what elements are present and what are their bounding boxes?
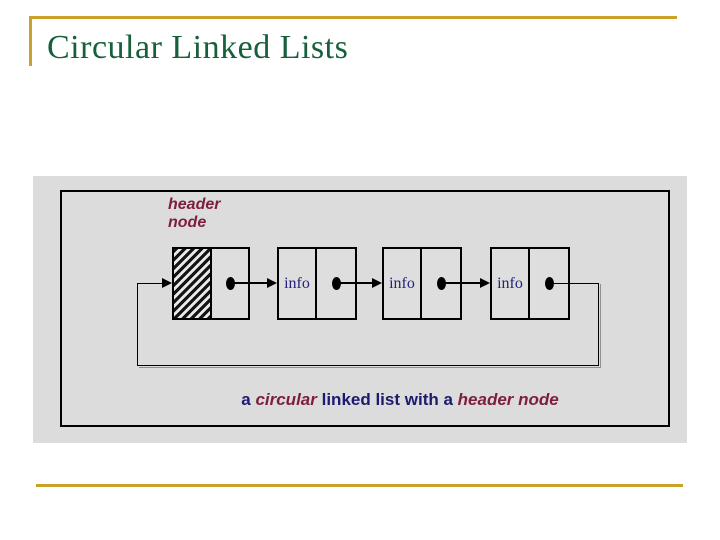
list-node-2: info [382, 247, 462, 320]
caption-part-2: circular [255, 390, 317, 409]
list-node-3-pointer-cell [530, 249, 568, 318]
header-node-hatched-cell [174, 249, 212, 318]
header-node-label: header node [168, 196, 220, 232]
loop-line-right-vertical [598, 283, 599, 366]
pointer-dot [225, 277, 235, 290]
figure-panel: header node info info [33, 176, 687, 443]
list-node-1-info-cell: info [279, 249, 317, 318]
header-node-box [172, 247, 250, 320]
caption-part-1: a [241, 390, 251, 409]
info-label: info [284, 274, 310, 292]
arrowhead-icon [372, 278, 382, 288]
title-accent-line-left [29, 16, 32, 66]
pointer-dot [544, 277, 554, 290]
list-node-1-pointer-cell [317, 249, 355, 318]
diagram-frame [60, 190, 670, 427]
title-accent-line-top [29, 16, 677, 19]
info-label: info [389, 274, 415, 292]
header-node-label-line2: node [168, 214, 207, 231]
info-label: info [497, 274, 523, 292]
list-node-2-info-cell: info [384, 249, 422, 318]
footer-accent-line [36, 484, 683, 487]
caption-part-4: header node [457, 390, 559, 409]
list-node-2-pointer-cell [422, 249, 460, 318]
page-title: Circular Linked Lists [47, 29, 349, 66]
figure-caption: a circular linked list with a header nod… [113, 390, 687, 410]
pointer-dot [331, 277, 341, 290]
arrowhead-icon [267, 278, 277, 288]
loop-line-left-vertical [137, 283, 138, 366]
loop-entry-line [137, 283, 163, 284]
arrow-header-to-node1 [233, 282, 267, 284]
loop-line-bottom [137, 365, 599, 366]
pointer-dot [436, 277, 446, 290]
header-node-label-line1: header [168, 196, 221, 213]
loop-line-right-horizontal [554, 283, 599, 284]
header-node-pointer-cell [212, 249, 248, 318]
arrowhead-icon [162, 278, 172, 288]
arrowhead-icon [480, 278, 490, 288]
caption-part-3: linked list with a [321, 390, 453, 409]
arrow-node2-to-node3 [445, 282, 480, 284]
arrow-node1-to-node2 [340, 282, 372, 284]
list-node-3-info-cell: info [492, 249, 530, 318]
